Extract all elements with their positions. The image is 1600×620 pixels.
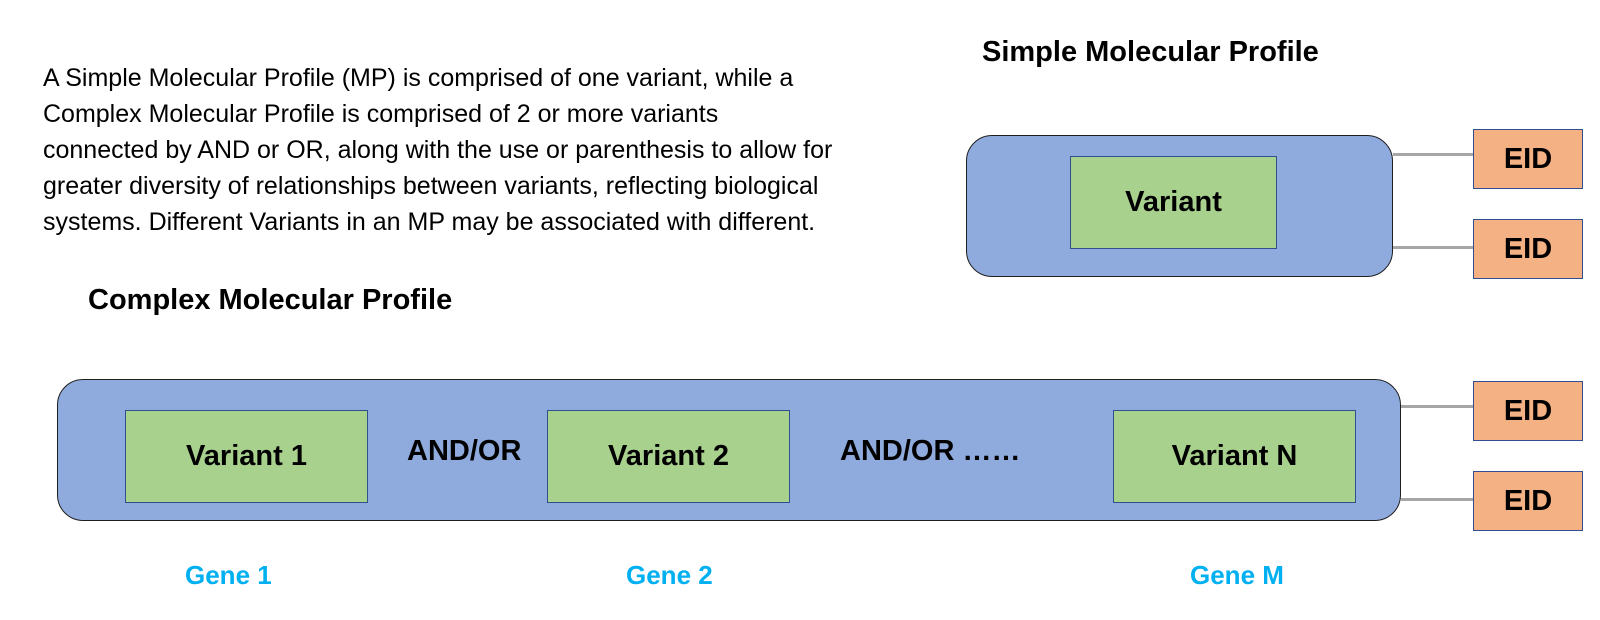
simple-eid-box-1: EID xyxy=(1473,129,1583,189)
description-line: greater diversity of relationships betwe… xyxy=(43,172,819,200)
description-line: A Simple Molecular Profile (MP) is compr… xyxy=(43,64,794,92)
description-line: systems. Different Variants in an MP may… xyxy=(43,208,816,236)
variant-1-box: Variant 1 xyxy=(125,410,368,503)
description-text: A Simple Molecular Profile (MP) is compr… xyxy=(43,60,943,240)
complex-profile-box: Variant 1 AND/OR Variant 2 AND/OR …… Var… xyxy=(57,379,1401,521)
complex-eid-connector-2 xyxy=(1401,498,1473,501)
description-line: connected by AND or OR, along with the u… xyxy=(43,136,833,164)
and-or-operator-1: AND/OR xyxy=(407,435,522,467)
gene-1-label: Gene 1 xyxy=(185,560,272,590)
simple-profile-heading: Simple Molecular Profile xyxy=(982,36,1319,68)
complex-eid-box-2: EID xyxy=(1473,471,1583,531)
simple-profile-box: Variant xyxy=(966,135,1393,277)
complex-eid-connector-1 xyxy=(1401,405,1473,408)
complex-eid-box-1: EID xyxy=(1473,381,1583,441)
simple-variant-box: Variant xyxy=(1070,156,1277,249)
variant-2-box: Variant 2 xyxy=(547,410,790,503)
simple-eid-connector-1 xyxy=(1393,153,1473,156)
gene-m-label: Gene M xyxy=(1190,560,1284,590)
complex-profile-heading: Complex Molecular Profile xyxy=(88,284,453,316)
simple-eid-box-2: EID xyxy=(1473,219,1583,279)
simple-eid-connector-2 xyxy=(1393,246,1473,249)
description-line: Complex Molecular Profile is comprised o… xyxy=(43,100,719,128)
and-or-operator-2: AND/OR …… xyxy=(840,435,1021,467)
variant-n-box: Variant N xyxy=(1113,410,1356,503)
gene-2-label: Gene 2 xyxy=(626,560,713,590)
